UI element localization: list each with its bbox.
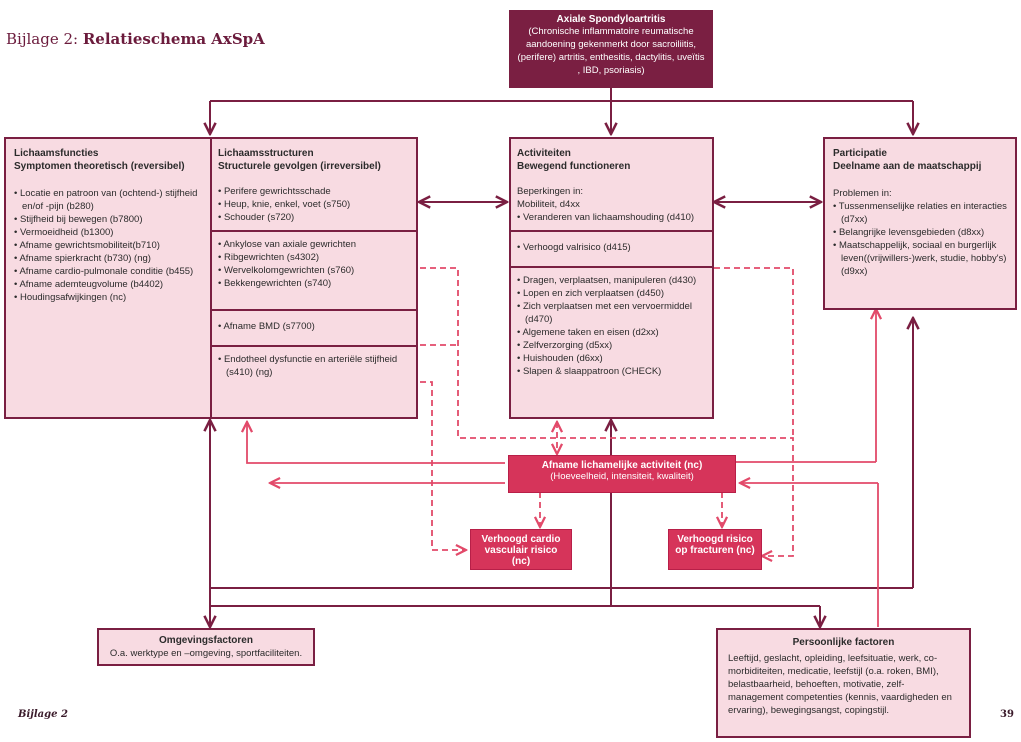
list-item: Veranderen van lichaamshouding (d410) xyxy=(517,211,706,224)
list-item: Maatschappelijk, sociaal en burgerlijk l… xyxy=(833,239,1007,278)
afname-subtitle: (Hoeveelheid, intensiteit, kwaliteit) xyxy=(550,471,694,482)
participatie-title: Participatie xyxy=(833,148,887,159)
activiteiten-box: Activiteiten Bewegend functioneren Beper… xyxy=(509,137,714,419)
fracturen-label: Verhoogd risico op fracturen (nc) xyxy=(675,534,755,556)
lichaamsstructuren-title: Lichaamsstructuren xyxy=(218,148,314,159)
list-item: Afname spierkracht (b730) (ng) xyxy=(14,252,202,265)
cardio-label: Verhoogd cardio vasculair risico (nc) xyxy=(481,534,561,567)
list-item: Slapen & slaappatroon (CHECK) xyxy=(517,365,706,378)
afname-activiteit-box: Afname lichamelijke activiteit (nc) (Hoe… xyxy=(508,455,736,493)
activiteiten-sec2: Verhoogd valrisico (d415) xyxy=(511,230,712,266)
list-item: Dragen, verplaatsen, manipuleren (d430) xyxy=(517,274,706,287)
list-item: Schouder (s720) xyxy=(218,211,410,224)
axspa-box: Axiale Spondyloartritis (Chronische infl… xyxy=(509,10,713,88)
list-item: Lopen en zich verplaatsen (d450) xyxy=(517,287,706,300)
structuren-sec4: Endotheel dysfunctie en arteriële stijfh… xyxy=(212,345,416,385)
list-item: Zelfverzorging (d5xx) xyxy=(517,339,706,352)
lichaamsstructuren-box: Lichaamsstructuren Structurele gevolgen … xyxy=(210,137,418,419)
page-title: Bijlage 2: Relatieschema AxSpA xyxy=(6,30,265,48)
activiteiten-intro2: Mobiliteit, d4xx xyxy=(517,199,580,210)
list-item: Afname cardio-pulmonale conditie (b455) xyxy=(14,265,202,278)
list-item: Wervelkolomgewrichten (s760) xyxy=(218,264,410,277)
list-item: Locatie en patroon van (ochtend-) stijfh… xyxy=(14,187,202,213)
list-item: Heup, knie, enkel, voet (s750) xyxy=(218,198,410,211)
page-number: 39 xyxy=(1000,709,1014,720)
list-item: Huishouden (d6xx) xyxy=(517,352,706,365)
participatie-intro: Problemen in: xyxy=(833,188,892,199)
list-item: Ankylose van axiale gewrichten xyxy=(218,238,410,251)
omgeving-text: O.a. werktype en –omgeving, sportfacilit… xyxy=(109,648,303,659)
list-item: Houdingsafwijkingen (nc) xyxy=(14,291,202,304)
axspa-title: Axiale Spondyloartritis xyxy=(556,14,666,25)
activiteiten-subtitle: Bewegend functioneren xyxy=(517,161,631,172)
list-item: Afname BMD (s7700) xyxy=(218,320,410,333)
list-item: Afname ademteugvolume (b4402) xyxy=(14,278,202,291)
omgeving-title: Omgevingsfactoren xyxy=(159,635,253,646)
afname-title: Afname lichamelijke activiteit (nc) xyxy=(541,460,703,471)
footer-label: Bijlage 2 xyxy=(18,709,68,720)
lichaamsfuncties-subtitle: Symptomen theoretisch (reversibel) xyxy=(14,161,185,172)
activiteiten-title: Activiteiten xyxy=(517,148,571,159)
persoonlijke-factoren-box: Persoonlijke factoren Leeftijd, geslacht… xyxy=(716,628,971,738)
activiteiten-intro1: Beperkingen in: xyxy=(517,186,584,197)
list-item: Endotheel dysfunctie en arteriële stijfh… xyxy=(218,353,410,379)
list-item: Verhoogd valrisico (d415) xyxy=(517,241,706,254)
list-item: Stijfheid bij bewegen (b7800) xyxy=(14,213,202,226)
list-item: Perifere gewrichtsschade xyxy=(218,185,410,198)
list-item: Bekkengewrichten (s740) xyxy=(218,277,410,290)
list-item: Belangrijke levensgebieden (d8xx) xyxy=(833,226,1007,239)
list-item: Afname gewrichtsmobiliteit(b710) xyxy=(14,239,202,252)
structuren-sec1-list: Perifere gewrichtsschade Heup, knie, enk… xyxy=(218,185,410,224)
structuren-sec3: Afname BMD (s7700) xyxy=(212,309,416,345)
axspa-subtitle: (Chronische inflammatoire reumatische aa… xyxy=(517,26,705,76)
lichaamsfuncties-box: Lichaamsfuncties Symptomen theoretisch (… xyxy=(4,137,212,419)
list-item: Vermoeidheid (b1300) xyxy=(14,226,202,239)
list-item: Tussenmenselijke relaties en interacties… xyxy=(833,200,1007,226)
lichaamsfuncties-list: Locatie en patroon van (ochtend-) stijfh… xyxy=(14,187,202,304)
cardio-risico-box: Verhoogd cardio vasculair risico (nc) xyxy=(470,529,572,570)
list-item: Ribgewrichten (s4302) xyxy=(218,251,410,264)
persoonlijk-text: Leeftijd, geslacht, opleiding, leefsitua… xyxy=(728,653,952,716)
lichaamsstructuren-subtitle: Structurele gevolgen (irreversibel) xyxy=(218,161,381,172)
omgevingsfactoren-box: Omgevingsfactoren O.a. werktype en –omge… xyxy=(97,628,315,666)
structuren-sec2: Ankylose van axiale gewrichten Ribgewric… xyxy=(212,230,416,309)
list-item: Zich verplaatsen met een vervoermiddel (… xyxy=(517,300,706,326)
activiteiten-sec3: Dragen, verplaatsen, manipuleren (d430) … xyxy=(511,266,712,384)
participatie-box: Participatie Deelname aan de maatschappi… xyxy=(823,137,1017,310)
participatie-subtitle: Deelname aan de maatschappij xyxy=(833,161,982,172)
fracturen-risico-box: Verhoogd risico op fracturen (nc) xyxy=(668,529,762,570)
lichaamsfuncties-title: Lichaamsfuncties xyxy=(14,148,99,159)
persoonlijk-title: Persoonlijke factoren xyxy=(792,637,895,648)
list-item: Algemene taken en eisen (d2xx) xyxy=(517,326,706,339)
